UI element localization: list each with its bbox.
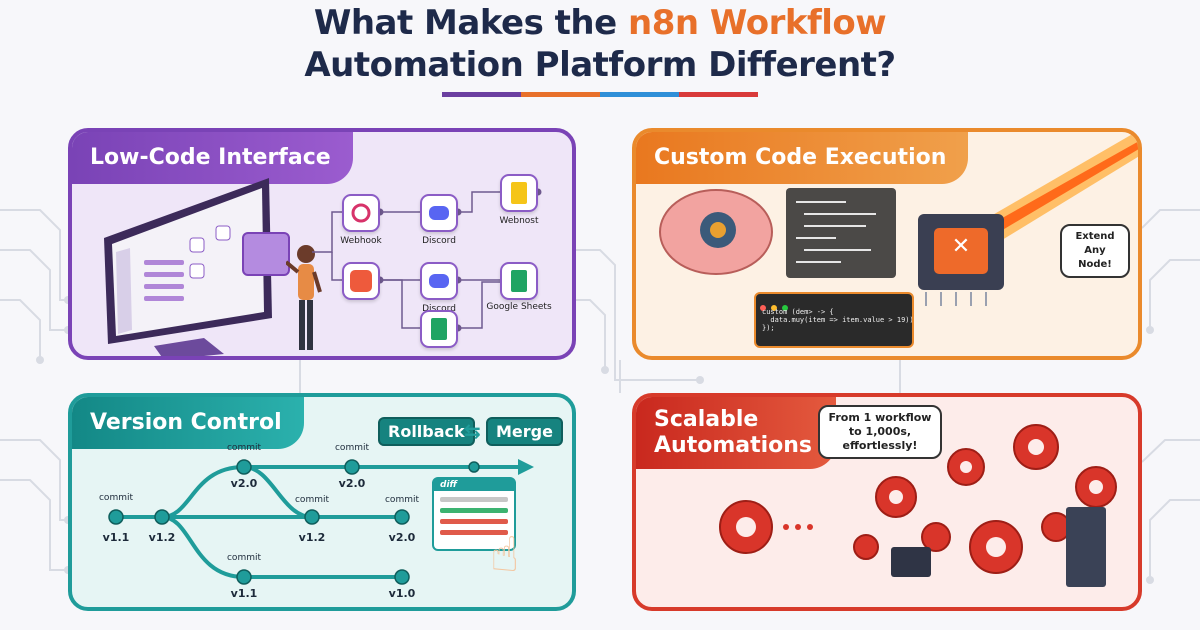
discord-node-top[interactable] (420, 194, 458, 232)
discord-icon (429, 274, 449, 288)
version-v12-mid: v1.2 (298, 531, 326, 544)
discord-bottom-label: Discord (422, 304, 456, 314)
version-v12-left: v1.2 (148, 531, 176, 544)
card-custom-code-execution: Custom Code Execution ✕ custom (dem> -> … (632, 128, 1142, 360)
title-line1-prefix: What Makes the (313, 3, 629, 43)
discord-top-label: Discord (422, 236, 456, 246)
code-snippet: custom (dem> -> { data.muy(item => item.… (762, 308, 912, 332)
version-v11-bottom: v1.1 (230, 587, 258, 600)
webhook-node-label: Webhook (340, 236, 382, 246)
google-sheets-icon (431, 318, 447, 340)
card-title-low-code: Low-Code Interface (72, 132, 353, 184)
diff-label: diff (434, 479, 514, 491)
card-title-custom-code: Custom Code Execution (636, 132, 969, 184)
discord-icon (429, 206, 449, 220)
google-sheets-icon (511, 270, 527, 292)
js-file-icon (511, 182, 527, 204)
merge-button[interactable]: Merge (486, 417, 563, 446)
commit-label: commit (384, 495, 420, 505)
google-sheets-label: Google Sheets (486, 302, 552, 312)
function-node[interactable] (342, 262, 380, 300)
swap-arrows-icon: ⇆ (464, 419, 481, 443)
commit-label: commit (294, 495, 330, 505)
google-sheets-node[interactable] (500, 262, 538, 300)
pointing-hand-icon: ☝ (490, 527, 520, 583)
title-underline (442, 92, 758, 97)
wrench-icon: ✕ (951, 234, 971, 259)
sheets-node-small[interactable] (420, 310, 458, 348)
webhook-node[interactable] (342, 194, 380, 232)
scale-speech-bubble: From 1 workflow to 1,000s, effortlessly! (818, 405, 942, 459)
commit-label: commit (334, 443, 370, 453)
webnost-label: Webnost (499, 216, 539, 226)
card-title-scalable: Scalable Automations (636, 397, 836, 469)
custom-code-illustration (659, 132, 1138, 306)
title-line1-accent: n8n Workflow (628, 3, 887, 43)
card-low-code-interface: Low-Code Interface (68, 128, 576, 360)
discord-node-bottom[interactable] (420, 262, 458, 300)
version-v10-bottom: v1.0 (388, 587, 416, 600)
card-version-control: Version Control commit v1.1 v1.2 commit … (68, 393, 576, 611)
version-v20-top-right: v2.0 (338, 477, 366, 490)
card-title-version-control: Version Control (72, 397, 304, 449)
person-illustration (286, 245, 322, 350)
version-v11-left: v1.1 (102, 531, 130, 544)
monitor-illustration (104, 178, 272, 356)
card-scalable-automations: Scalable Automations From 1 workflow to … (632, 393, 1142, 611)
diff-panel[interactable]: diff (432, 477, 516, 551)
extend-any-node-callout: Extend Any Node! (1060, 224, 1130, 278)
version-graph (108, 459, 534, 585)
code-editor[interactable]: custom (dem> -> { data.muy(item => item.… (754, 292, 914, 348)
rollback-button[interactable]: Rollback (378, 417, 475, 446)
webnost-node[interactable] (500, 174, 538, 212)
function-icon (350, 270, 372, 292)
commit-label: commit (226, 553, 262, 563)
dragged-node[interactable] (242, 232, 290, 276)
webhook-icon (351, 203, 371, 223)
commit-label: commit (226, 443, 262, 453)
page-title: What Makes the n8n Workflow Automation P… (0, 2, 1200, 86)
version-v20-mid: v2.0 (388, 531, 416, 544)
title-line2: Automation Platform Different? (304, 45, 896, 85)
commit-label: commit (98, 493, 134, 503)
version-v20-top: v2.0 (230, 477, 258, 490)
gears-illustration (719, 424, 1117, 587)
